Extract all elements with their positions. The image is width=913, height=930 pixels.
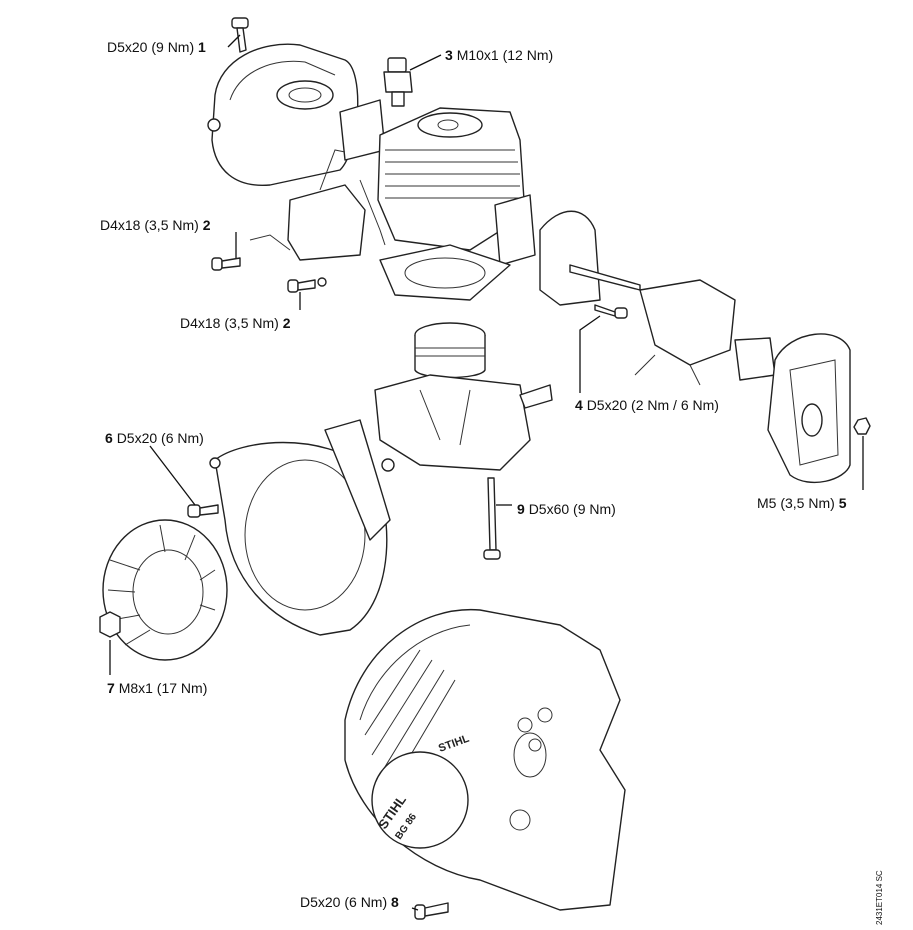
leader-4 (579, 315, 601, 393)
muffler (207, 43, 359, 186)
label-8: D5x20 (6 Nm) 8 (300, 894, 399, 910)
intake-manifold (539, 210, 641, 306)
ignition-module (249, 149, 386, 261)
label-4: 4 D5x20 (2 Nm / 6 Nm) (575, 397, 719, 413)
label-1: D5x20 (9 Nm) 1 (107, 39, 206, 55)
air-filter-housing (767, 333, 851, 484)
crankcase (374, 374, 553, 472)
screw-1 (231, 17, 249, 53)
screw-8 (414, 902, 449, 920)
screw-2a (211, 257, 241, 271)
screw-4 (594, 304, 628, 319)
engine-shroud: STIHL STIHL BG 86 (344, 608, 626, 911)
fan-housing (209, 419, 391, 636)
label-2a: D4x18 (3,5 Nm) 2 (100, 217, 211, 233)
drawing-code: 2431ET014 SC (875, 870, 884, 925)
cylinder (377, 107, 526, 251)
flywheel (102, 519, 228, 661)
screw-6 (187, 504, 219, 518)
leader-6 (149, 445, 196, 506)
leader-1 (227, 34, 241, 48)
carburetor (634, 279, 776, 386)
label-9: 9 D5x60 (9 Nm) (517, 501, 616, 517)
screw-9 (483, 477, 501, 560)
label-2b: D4x18 (3,5 Nm) 2 (180, 315, 291, 331)
piston (414, 322, 486, 379)
label-7: 7 M8x1 (17 Nm) (107, 680, 207, 696)
label-3: 3 M10x1 (12 Nm) (445, 47, 553, 63)
cylinder-gasket (379, 244, 511, 301)
spark-plug (383, 57, 413, 107)
intake-gasket (494, 194, 536, 266)
nut-5 (853, 417, 871, 435)
leader-3 (409, 54, 442, 71)
nut-7 (99, 611, 121, 638)
label-5: M5 (3,5 Nm) 5 (757, 495, 847, 511)
leader-8 (411, 907, 419, 911)
label-6: 6 D5x20 (6 Nm) (105, 430, 204, 446)
screw-2b (287, 277, 327, 293)
